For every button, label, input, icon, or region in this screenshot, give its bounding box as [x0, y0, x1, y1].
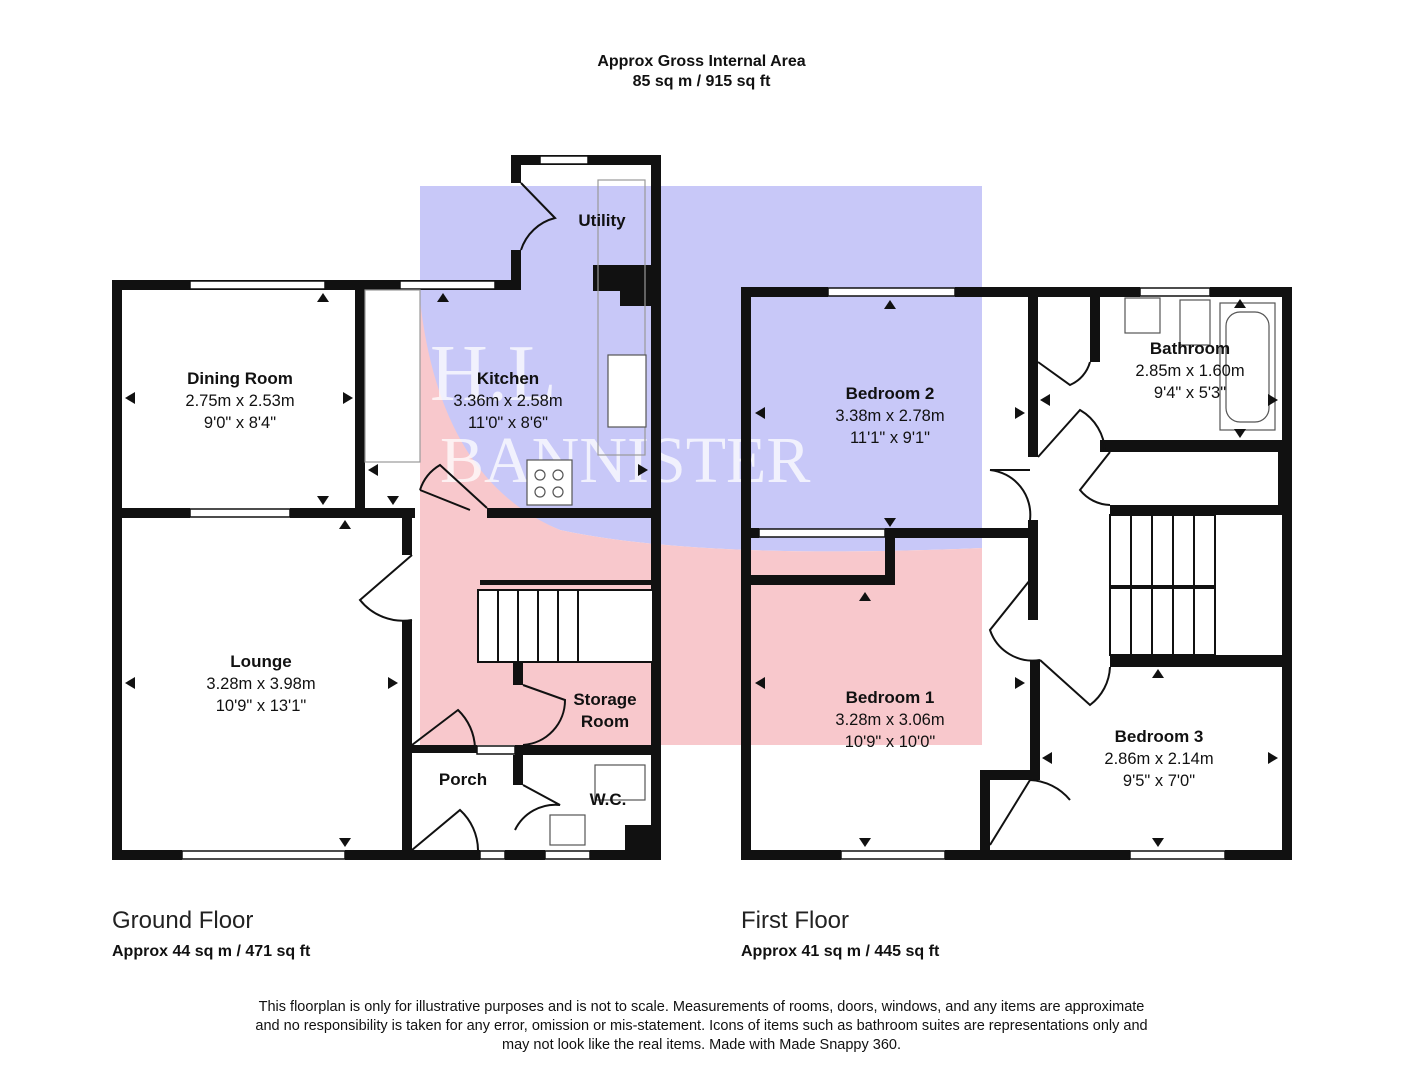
ground-floor-title: Ground Floor [112, 907, 254, 934]
toilet-icon [1179, 299, 1211, 346]
disclaimer-line2: and no responsibility is taken for any e… [255, 1018, 1148, 1034]
gross-area-title: Approx Gross Internal Area [597, 53, 806, 70]
sink-icon [607, 354, 647, 428]
storage-name-line2: Room [581, 712, 629, 731]
dining-room-imperial: 9'0" x 8'4" [204, 414, 276, 432]
wc-toilet-icon [594, 764, 646, 801]
fixtures [364, 179, 1276, 846]
room-labels: Dining Room 2.75m x 2.53m 9'0" x 8'4" Ki… [185, 211, 1244, 809]
dimension-markers [125, 293, 1278, 847]
door-swings [358, 182, 1111, 851]
gross-area-value: 85 sq m / 915 sq ft [632, 73, 771, 90]
bathroom-metric: 2.85m x 1.60m [1135, 362, 1244, 380]
bedroom2-metric: 3.38m x 2.78m [835, 407, 944, 425]
bedroom3-metric: 2.86m x 2.14m [1104, 750, 1213, 768]
bedroom1-name: Bedroom 1 [846, 688, 935, 707]
wc-name: W.C. [590, 790, 627, 809]
bedroom2-imperial: 11'1" x 9'1" [850, 429, 930, 447]
wc-basin-icon [549, 814, 586, 846]
bedroom3-imperial: 9'5" x 7'0" [1123, 772, 1195, 790]
watermark-bannister: BANNISTER [440, 424, 810, 497]
bedroom1-metric: 3.28m x 3.06m [835, 711, 944, 729]
bedroom3-name: Bedroom 3 [1115, 727, 1204, 746]
first-floor-title: First Floor [741, 907, 849, 934]
disclaimer: This floorplan is only for illustrative … [150, 998, 1253, 1055]
lounge-imperial: 10'9" x 13'1" [216, 697, 307, 715]
dining-room-metric: 2.75m x 2.53m [185, 392, 294, 410]
utility-name: Utility [578, 211, 626, 230]
lounge-name: Lounge [230, 652, 291, 671]
dining-room-name: Dining Room [187, 369, 293, 388]
kitchen-imperial: 11'0" x 8'6" [468, 414, 548, 432]
bathroom-imperial: 9'4" x 5'3" [1154, 384, 1226, 402]
disclaimer-line1: This floorplan is only for illustrative … [258, 999, 1145, 1015]
ground-floor-area: Approx 44 sq m / 471 sq ft [112, 943, 311, 960]
bathroom-name: Bathroom [1150, 339, 1230, 358]
bedroom2-name: Bedroom 2 [846, 384, 935, 403]
disclaimer-line3: may not look like the real items. Made w… [502, 1037, 901, 1053]
porch-name: Porch [439, 770, 487, 789]
kitchen-metric: 3.36m x 2.58m [453, 392, 562, 410]
stairs [477, 514, 1216, 663]
watermark-hl: H.L [430, 330, 557, 418]
basin-icon [1124, 297, 1161, 334]
kitchen-name: Kitchen [477, 369, 539, 388]
bedroom1-imperial: 10'9" x 10'0" [845, 733, 936, 751]
first-floor-area: Approx 41 sq m / 445 sq ft [741, 943, 940, 960]
hob-icon [526, 459, 573, 506]
storage-name-line1: Storage [573, 690, 636, 709]
windows [181, 155, 1226, 860]
first-floor-walls [741, 287, 1292, 860]
lounge-metric: 3.28m x 3.98m [206, 675, 315, 693]
